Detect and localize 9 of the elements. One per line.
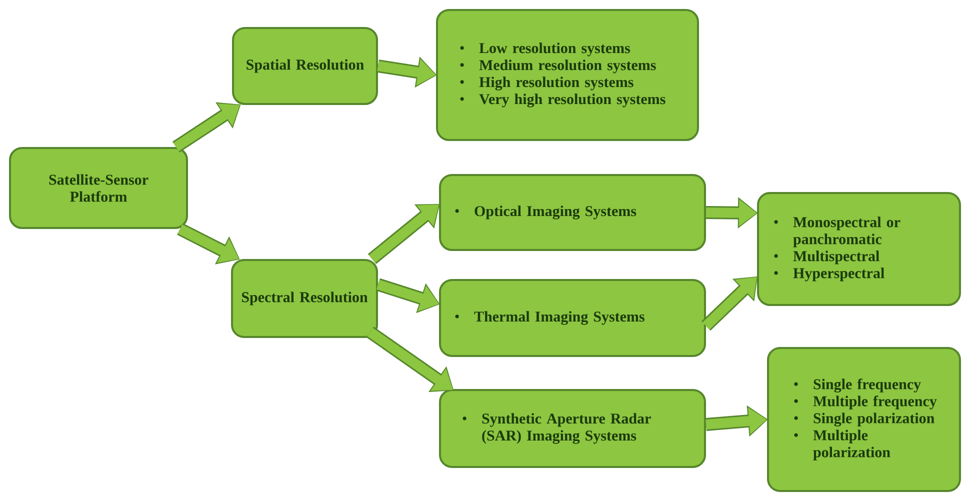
process-box: Spectral Resolution (231, 259, 378, 338)
process-box: Optical Imaging Systems (439, 174, 706, 251)
process-box: Single frequency Multiple frequency Single polarization Multiple polarization (767, 347, 961, 492)
process-box: Spatial Resolution (232, 27, 378, 105)
process-box: Thermal Imaging Systems (439, 279, 706, 357)
process-box: Synthetic Aperture Radar (SAR) Imaging Systems (439, 389, 706, 468)
process-box: Monospectral or panchromatic Multispectral Hyperspectral (757, 192, 961, 306)
process-box: Low resolution systems Medium resolution systems High resolution systems Very high resolution systems (436, 9, 699, 141)
process-box: Satellite-Sensor Platform (9, 147, 188, 229)
